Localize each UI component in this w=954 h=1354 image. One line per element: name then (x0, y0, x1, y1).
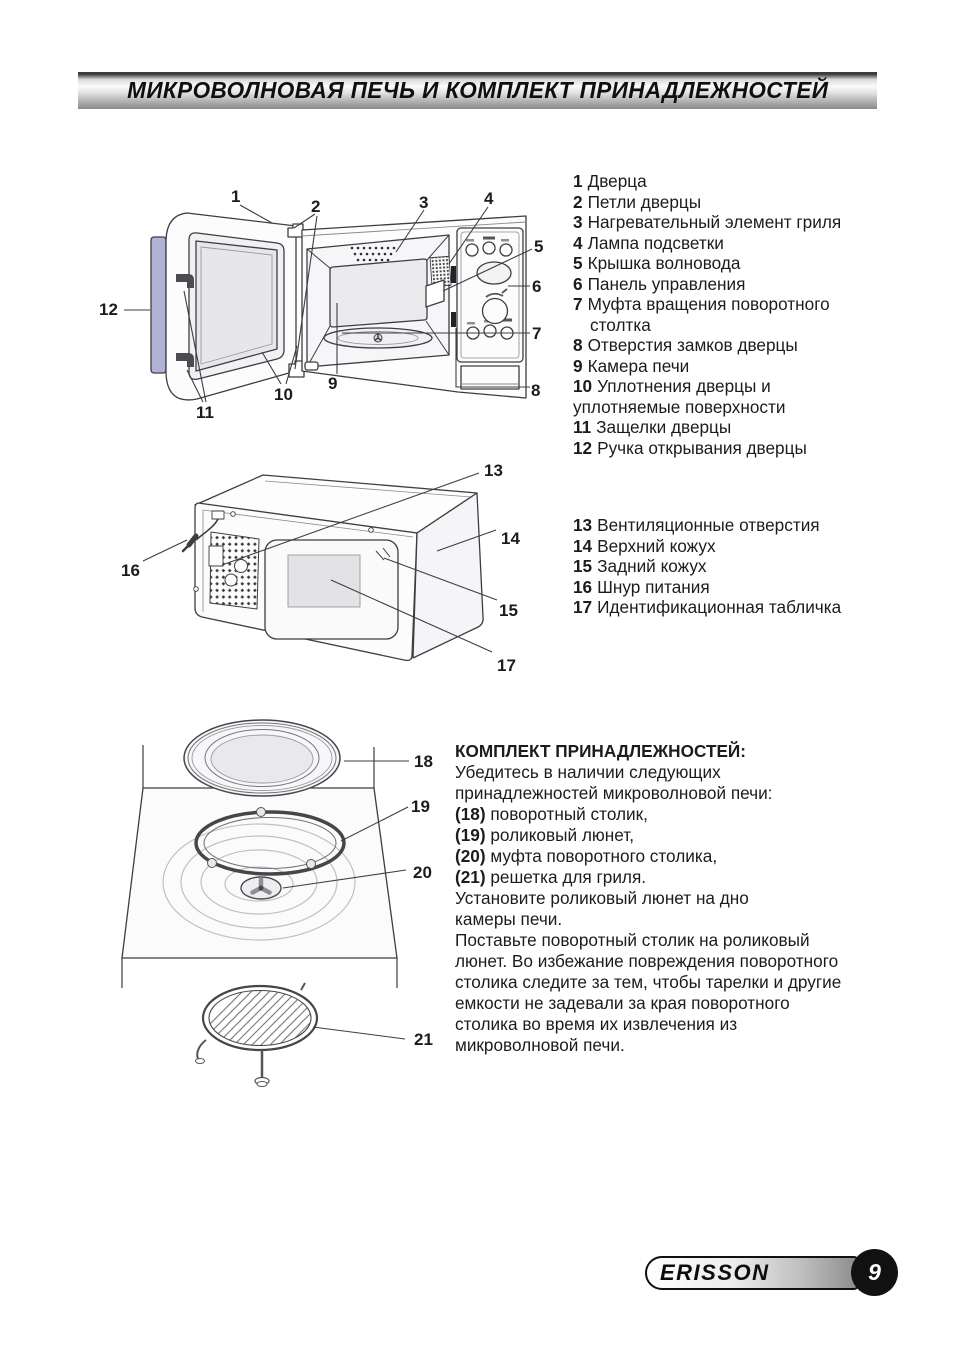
header-bar: МИКРОВОЛНОВАЯ ПЕЧЬ И КОМПЛЕКТ ПРИНАДЛЕЖН… (78, 72, 877, 109)
accessories-line: Убедитесь в наличии следующих (455, 762, 721, 782)
accessories-line: Установите роликовый люнет на дно (455, 888, 749, 908)
callout-10: 10 (274, 385, 293, 404)
turntable-plate (183, 719, 341, 797)
door-lock-hole-top (451, 266, 456, 283)
power-cord (181, 510, 225, 553)
brand-name: ERISSON (660, 1260, 770, 1285)
panel-dial (481, 297, 509, 325)
accessories-diagram: 18 19 20 21 (121, 719, 433, 1087)
callout-5: 5 (534, 237, 543, 256)
accessories-line: камеры печи. (455, 909, 563, 929)
accessories-line: столика во время их извлечения из (455, 1014, 738, 1034)
control-panel-group (456, 227, 524, 390)
callout-18: 18 (414, 752, 433, 771)
brand-logo: ERISSON (645, 1256, 859, 1290)
callout-3: 3 (419, 193, 428, 212)
door-handle-strip (150, 236, 167, 374)
accessories-line: микроволновой печи. (455, 1035, 625, 1055)
callout-8: 8 (531, 381, 540, 400)
roller-ring (194, 807, 346, 876)
hinges-group (287, 223, 305, 378)
waveguide-cover (425, 279, 445, 308)
parts-item-cont: уплотняемые поверхности (573, 396, 786, 417)
callout-21: 21 (414, 1030, 433, 1049)
panel-window (476, 261, 512, 285)
accessories-line: столика следите за тем, чтобы тарелки и … (455, 972, 842, 992)
door-latch-top (176, 274, 194, 288)
callout-14: 14 (501, 529, 520, 548)
door-latch-bottom (176, 353, 194, 367)
callout-4: 4 (484, 189, 494, 208)
callout-2: 2 (311, 197, 320, 216)
callout-12: 12 (99, 300, 118, 319)
page-title: МИКРОВОЛНОВАЯ ПЕЧЬ И КОМПЛЕКТ ПРИНАДЛЕЖН… (126, 77, 829, 103)
callout-7: 7 (532, 324, 541, 343)
accessories-line: люнет. Во избежание повреждения поворотн… (455, 951, 839, 971)
grill-rack (195, 982, 319, 1087)
front-view-diagram: 1 2 3 4 5 6 7 8 9 10 11 12 (99, 187, 543, 422)
callout-20: 20 (413, 863, 432, 882)
callout-17: 17 (497, 656, 516, 675)
callout-9: 9 (328, 374, 337, 393)
vent-holes (350, 246, 396, 262)
accessories-section: КОМПЛЕКТ ПРИНАДЛЕЖНОСТЕЙ: Убедитесь в на… (455, 741, 841, 1056)
page-number-badge: 9 (851, 1249, 898, 1296)
callout-1: 1 (231, 187, 240, 206)
accessories-line: Поставьте поворотный столик на роликовый (455, 930, 810, 950)
door-lock-hole-bottom (451, 312, 456, 327)
id-plate-panel (264, 539, 399, 640)
accessories-line: (18) поворотный столик, (455, 804, 648, 824)
accessories-line: принадлежностей микроволновой печи: (455, 783, 773, 803)
parts-item-cont: столтка (590, 314, 651, 335)
callout-19: 19 (411, 797, 430, 816)
cavity-back-wall (329, 258, 428, 328)
accessories-line: (19) роликовый люнет, (455, 825, 634, 845)
callout-6: 6 (532, 277, 541, 296)
accessories-line: емкости не задевали за края поворотного (455, 993, 790, 1013)
callout-13: 13 (484, 461, 503, 480)
callout-lines-front (124, 204, 533, 403)
callout-11: 11 (196, 403, 214, 422)
callout-lines-accessories (282, 760, 409, 1040)
door-release-area (460, 365, 520, 390)
turntable-coupling (240, 876, 282, 900)
identification-label (287, 554, 361, 608)
callout-16: 16 (121, 561, 140, 580)
page-number: 9 (868, 1259, 881, 1285)
accessories-heading: КОМПЛЕКТ ПРИНАДЛЕЖНОСТЕЙ: (455, 741, 746, 761)
back-view-diagram: 13 14 15 16 17 (121, 461, 520, 675)
callout-15: 15 (499, 601, 518, 620)
accessories-line: (20) муфта поворотного столика, (455, 846, 718, 866)
side-cover (412, 492, 484, 659)
callout-lines-back (142, 472, 498, 653)
vent-panel (208, 531, 260, 610)
accessories-line: (21) решетка для гриля. (455, 867, 647, 887)
